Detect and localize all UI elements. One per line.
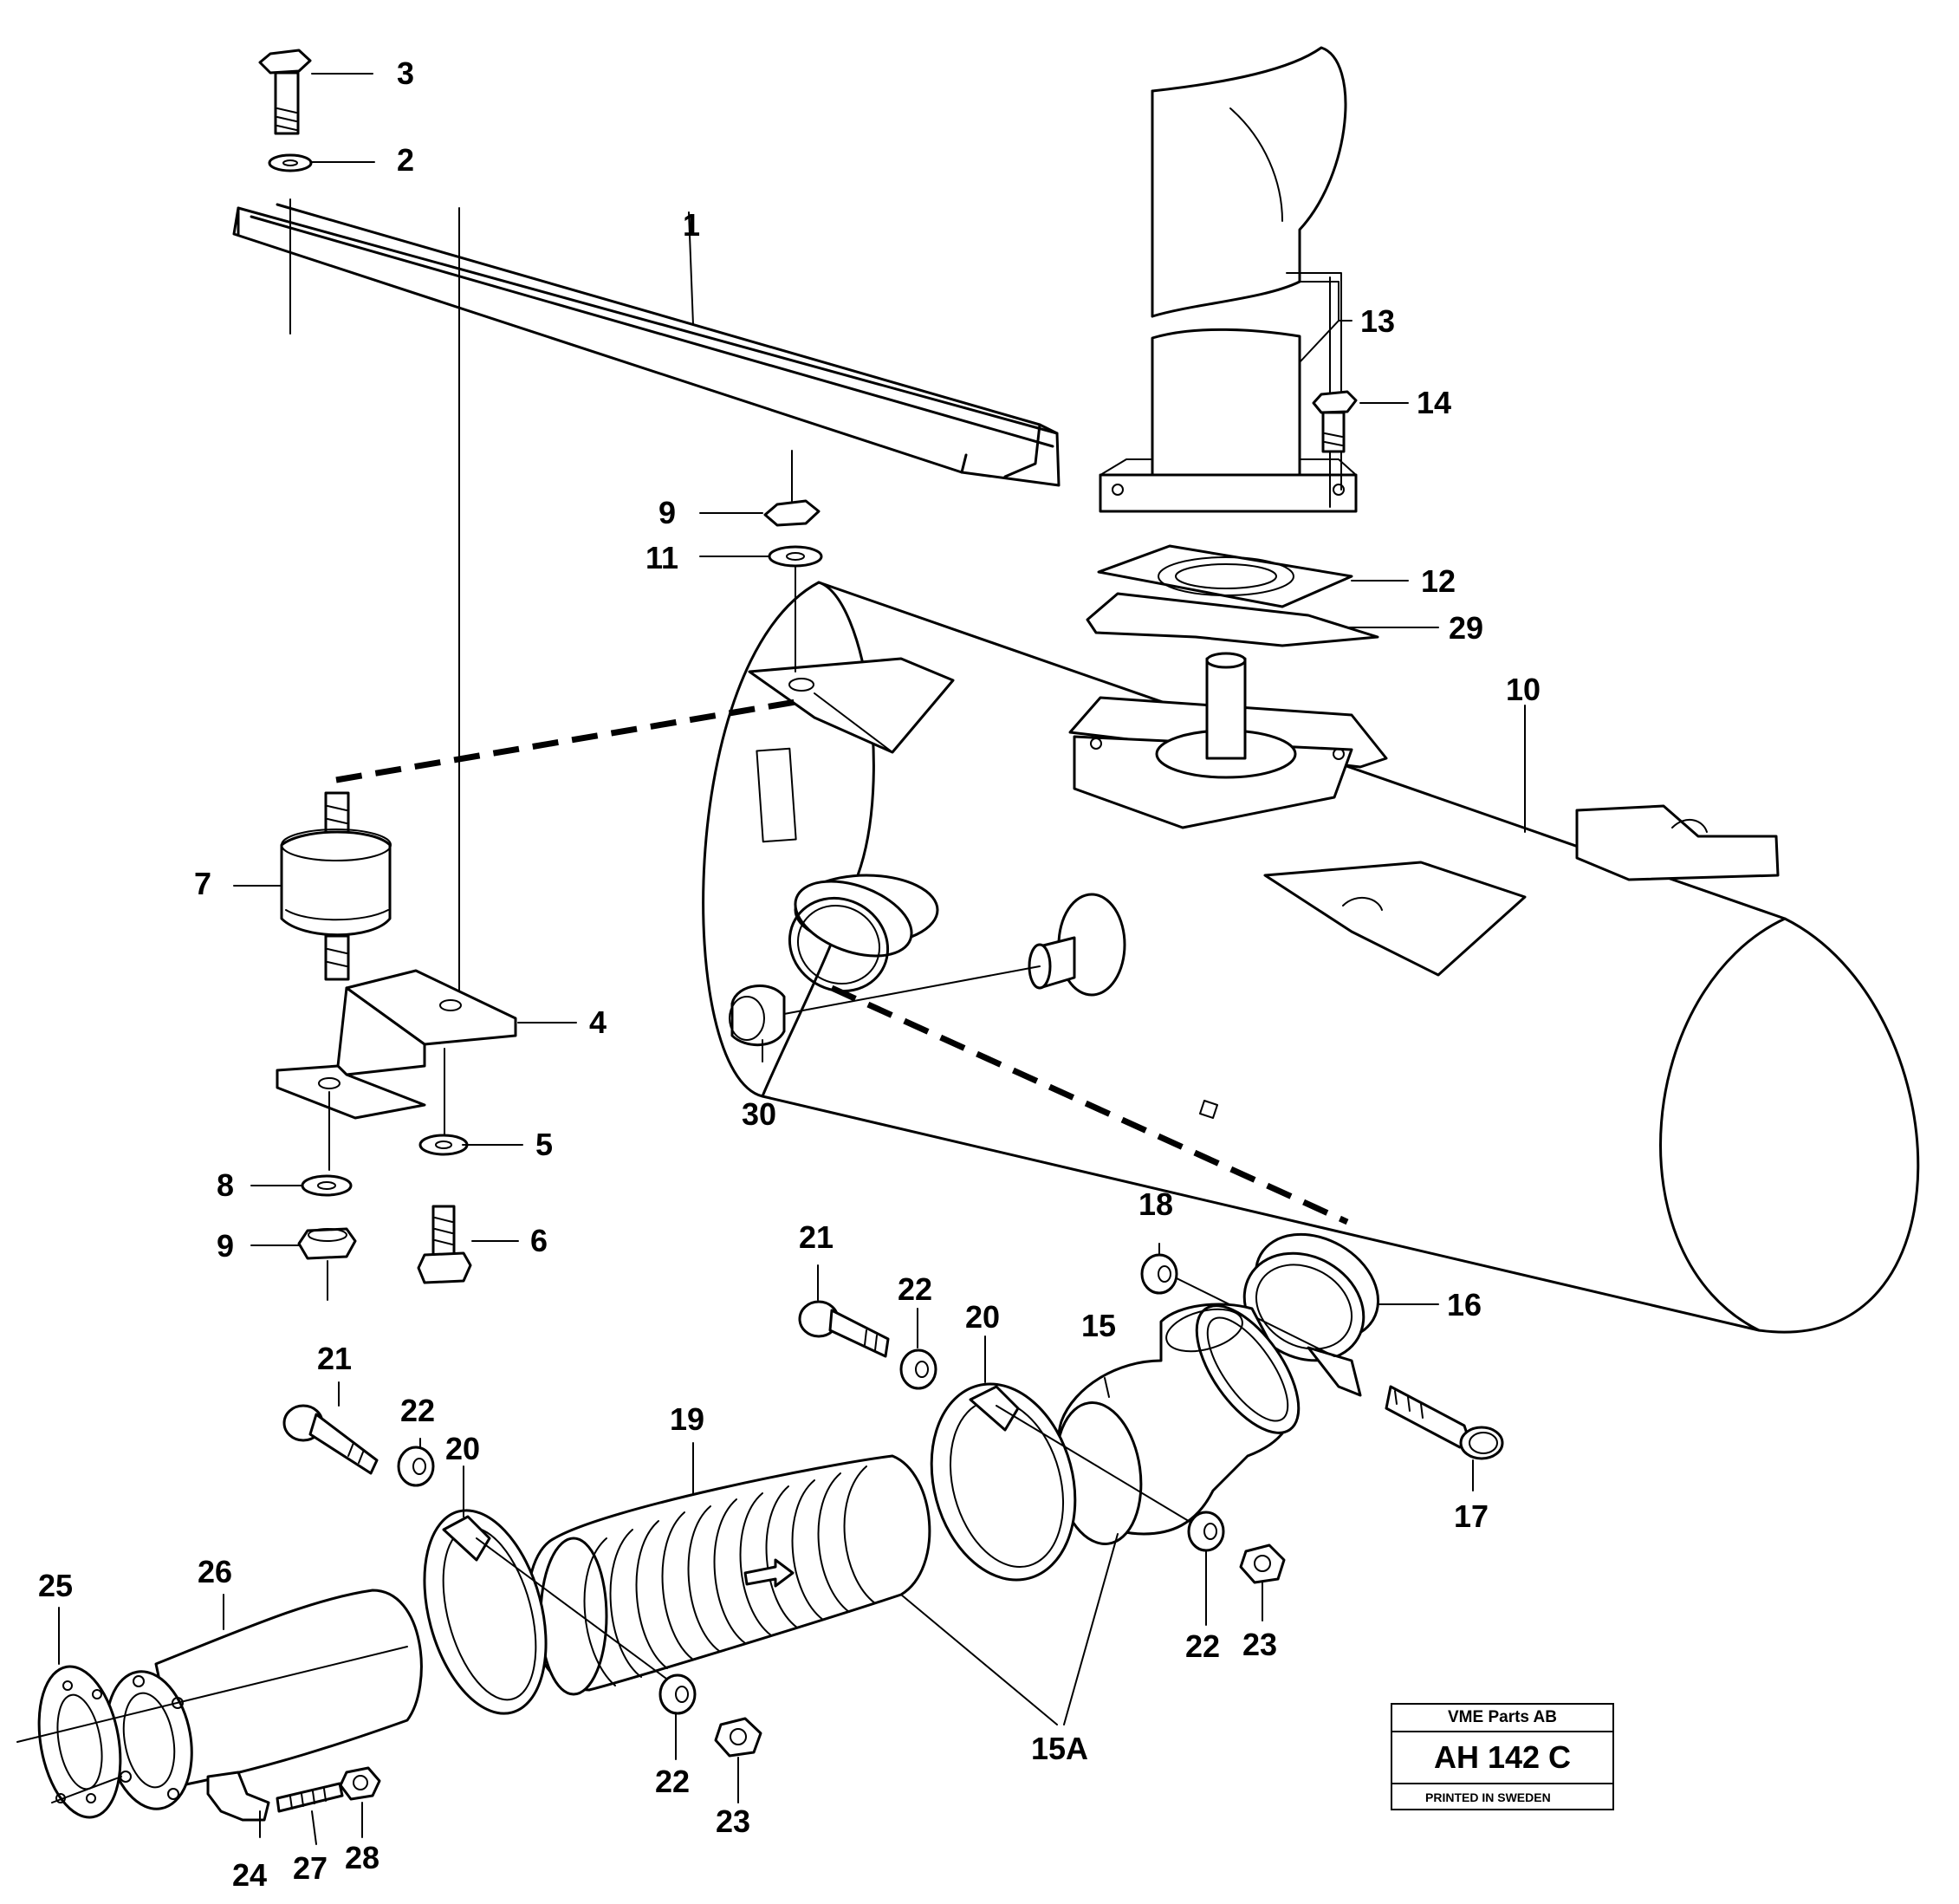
leader-lines bbox=[58, 73, 1526, 1845]
callout-26: 26 bbox=[198, 1554, 232, 1589]
callout-22-right-bottom: 22 bbox=[1185, 1628, 1220, 1664]
callout-20-left: 20 bbox=[445, 1431, 480, 1466]
callout-23-right: 23 bbox=[1242, 1627, 1277, 1662]
callout-2: 2 bbox=[397, 142, 414, 178]
callout-14: 14 bbox=[1417, 385, 1451, 420]
callout-9-top: 9 bbox=[658, 495, 676, 530]
callout-15: 15 bbox=[1081, 1308, 1116, 1343]
callout-13: 13 bbox=[1360, 303, 1395, 339]
part-9-nut-top bbox=[763, 450, 821, 527]
callout-19: 19 bbox=[670, 1401, 704, 1437]
part-27-stud bbox=[276, 1782, 344, 1813]
part-5-washer bbox=[418, 1134, 469, 1156]
callout-8: 8 bbox=[217, 1167, 234, 1203]
callout-4: 4 bbox=[589, 1004, 607, 1040]
callout-30: 30 bbox=[742, 1096, 776, 1132]
part-13-exhaust-pipe bbox=[1099, 46, 1358, 513]
part-4-bracket bbox=[276, 969, 517, 1171]
part-2-washer bbox=[268, 153, 313, 172]
callout-25: 25 bbox=[38, 1568, 73, 1603]
assembly-line-inlet bbox=[830, 984, 1349, 1225]
callout-21-right: 21 bbox=[799, 1219, 834, 1255]
part-8-washer bbox=[301, 1174, 353, 1197]
part-17-bolt bbox=[1385, 1385, 1504, 1460]
part-20-clamp-left bbox=[423, 1509, 677, 1715]
callout-6: 6 bbox=[530, 1223, 548, 1258]
callout-16: 16 bbox=[1447, 1287, 1482, 1322]
part-19-flex-hose bbox=[526, 1454, 931, 1696]
part-15-elbow bbox=[1054, 1303, 1301, 1545]
part-3-bolt bbox=[258, 49, 312, 135]
callout-7: 7 bbox=[194, 866, 211, 901]
callout-22-right-top: 22 bbox=[898, 1271, 932, 1307]
callout-27: 27 bbox=[293, 1850, 328, 1886]
part-10-muffler bbox=[702, 581, 1920, 1334]
callout-17: 17 bbox=[1454, 1498, 1489, 1534]
part-29-bracket bbox=[1086, 592, 1379, 647]
part-14-bolt bbox=[1312, 390, 1358, 453]
callout-21-left: 21 bbox=[317, 1341, 352, 1376]
part-7-rubber-mount bbox=[280, 791, 392, 981]
callout-3: 3 bbox=[397, 55, 414, 91]
callout-labels: 1 2 3 4 5 6 7 8 9 9 10 11 12 13 14 15 15… bbox=[38, 55, 1541, 1893]
part-22-washer-right-bottom bbox=[1187, 1511, 1225, 1552]
callout-23-left: 23 bbox=[716, 1803, 750, 1839]
part-21-bolt-left bbox=[282, 1404, 379, 1475]
part-22-washer-left-bottom bbox=[658, 1673, 697, 1715]
stamp-company: VME Parts AB bbox=[1392, 1705, 1612, 1732]
callout-12: 12 bbox=[1421, 563, 1456, 599]
part-22-washer-left-top bbox=[397, 1446, 435, 1487]
callout-20-right: 20 bbox=[965, 1299, 1000, 1335]
part-23-nut-left bbox=[714, 1717, 762, 1758]
callout-1: 1 bbox=[683, 207, 700, 243]
part-20-clamp-right bbox=[930, 1382, 1197, 1582]
part-23-nut-right bbox=[1239, 1543, 1286, 1584]
part-12-gasket bbox=[1097, 544, 1353, 608]
callout-18: 18 bbox=[1138, 1186, 1173, 1222]
part-28-nut bbox=[339, 1766, 381, 1801]
callout-22-left-bottom: 22 bbox=[655, 1764, 690, 1799]
callout-28: 28 bbox=[345, 1840, 379, 1875]
callout-15a: 15A bbox=[1031, 1731, 1088, 1766]
callout-10: 10 bbox=[1506, 672, 1541, 707]
callout-5: 5 bbox=[535, 1127, 553, 1162]
callout-29: 29 bbox=[1449, 610, 1483, 646]
part-26-tail-pipe bbox=[105, 1589, 423, 1810]
callout-24: 24 bbox=[232, 1857, 267, 1893]
part-6-bolt bbox=[417, 1205, 472, 1284]
stamp-code: AH 142 C bbox=[1392, 1732, 1612, 1784]
callout-9-bottom: 9 bbox=[217, 1228, 234, 1264]
part-25-flange bbox=[37, 1665, 122, 1819]
part-21-bolt-right bbox=[798, 1300, 890, 1358]
part-30-cap bbox=[729, 965, 1041, 1047]
part-24-strap bbox=[206, 1771, 270, 1822]
parts-catalog-stamp: VME Parts AB AH 142 C PRINTED IN SWEDEN bbox=[1391, 1703, 1614, 1810]
callout-22-left-top: 22 bbox=[400, 1393, 435, 1428]
part-22-washer-right-top bbox=[899, 1348, 937, 1390]
part-9-nut-bottom bbox=[297, 1227, 357, 1301]
callout-11: 11 bbox=[645, 540, 678, 575]
stamp-printed: PRINTED IN SWEDEN bbox=[1425, 1790, 1551, 1804]
part-16-clamp bbox=[1242, 1232, 1380, 1397]
part-1-channel-rail bbox=[232, 198, 1061, 1006]
